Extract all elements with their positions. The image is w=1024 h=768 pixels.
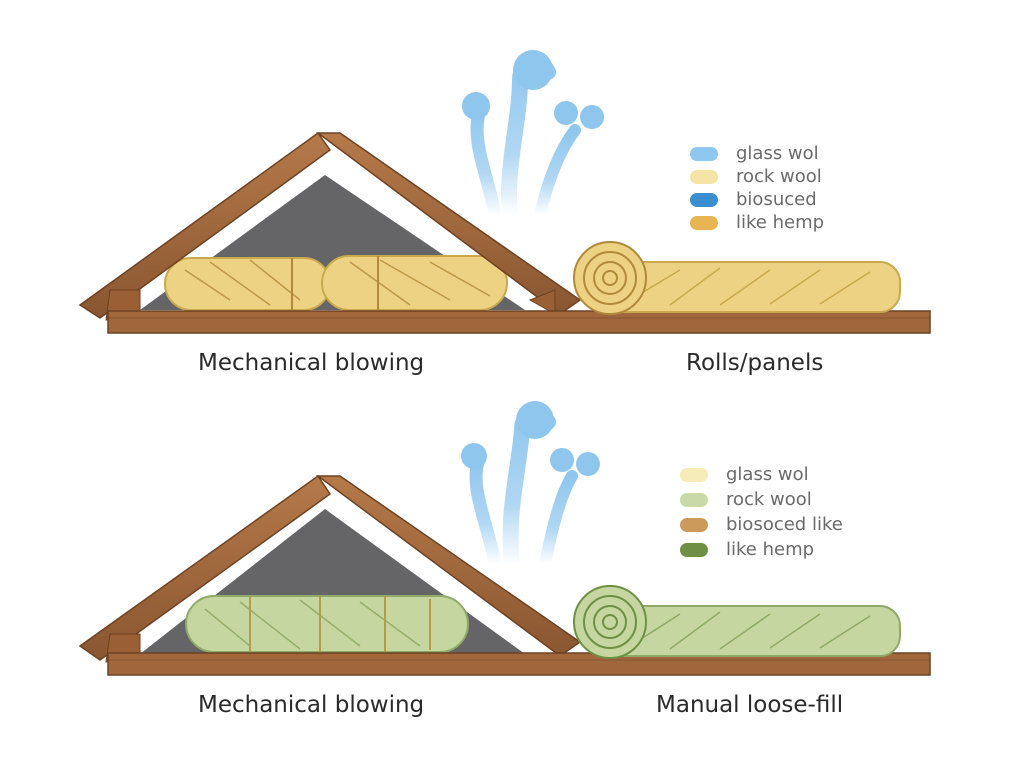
legend-swatch [690, 146, 718, 161]
blown-insulation [164, 255, 508, 311]
panel-top: Mechanical blowing Rolls/panels glass wo… [78, 50, 931, 376]
insulation-roll [573, 585, 901, 659]
caption-left-bottom: Mechanical blowing [198, 692, 425, 718]
legend-item: biosuced [690, 188, 824, 211]
legend-bottom: glass wol rock wool biosoced like like h… [680, 462, 843, 562]
legend-swatch [680, 467, 708, 482]
legend-swatch [690, 169, 718, 184]
air-plume-icon [461, 401, 600, 572]
legend-item: like hemp [680, 537, 843, 562]
legend-item: glass wol [690, 142, 824, 165]
legend-swatch [680, 492, 708, 507]
legend-label: rock wool [726, 489, 812, 510]
legend-label: like hemp [726, 539, 815, 560]
legend-swatch [680, 517, 708, 532]
legend-swatch [690, 215, 718, 230]
legend-item: like hemp [690, 211, 824, 234]
caption-right-top: Rolls/panels [686, 350, 824, 376]
attic-scene-top [78, 50, 931, 334]
roof-frame [78, 474, 582, 663]
legend-label: like hemp [736, 212, 825, 233]
legend-item: biosoced like [680, 512, 843, 537]
legend-label: rock wool [736, 166, 822, 187]
legend-label: biosuced [736, 189, 817, 210]
floor-joist [107, 652, 931, 676]
legend-item: rock wool [690, 165, 824, 188]
legend-item: rock wool [680, 487, 843, 512]
roof-frame [78, 131, 582, 321]
blown-insulation [185, 595, 469, 653]
caption-left-top: Mechanical blowing [198, 350, 425, 376]
attic-scene-bottom [78, 401, 931, 676]
caption-right-bottom: Manual loose-fill [656, 692, 844, 718]
air-plume-icon [462, 50, 604, 223]
legend-item: glass wol [680, 462, 843, 487]
legend-label: biosoced like [726, 514, 843, 535]
insulation-roll [573, 241, 901, 315]
legend-swatch [690, 192, 718, 207]
legend-top: glass wol rock wool biosuced like hemp [690, 142, 824, 234]
legend-label: glass wol [736, 143, 819, 164]
legend-label: glass wol [726, 464, 809, 485]
floor-joist [107, 310, 931, 334]
legend-swatch [680, 542, 708, 557]
panel-bottom: Mechanical blowing Manual loose-fill gla… [0, 384, 1024, 768]
